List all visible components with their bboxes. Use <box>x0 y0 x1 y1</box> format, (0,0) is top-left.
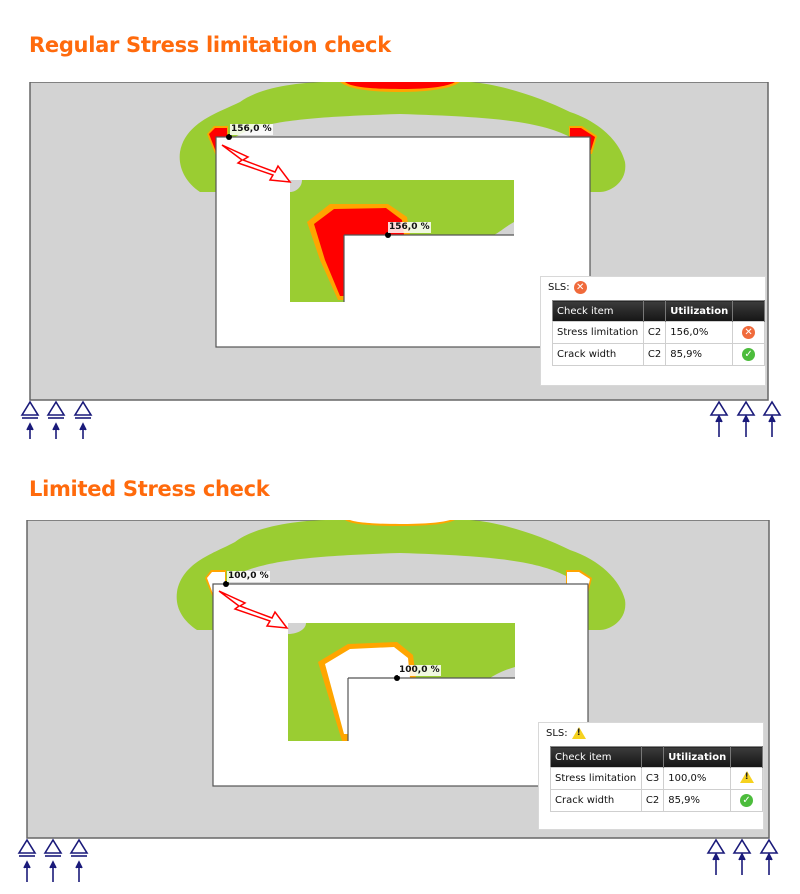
zoom-arrow-icon <box>218 590 289 629</box>
zoom-arrow-icon <box>221 144 292 183</box>
sls-header: SLS: ✕ <box>548 281 587 294</box>
col-status <box>732 300 765 322</box>
beam-stress-map <box>20 82 782 439</box>
left-supports <box>20 400 93 439</box>
utilization-label-detail: 156,0 % <box>388 222 431 233</box>
col-combination <box>643 300 667 322</box>
beam-stress-map <box>17 520 779 882</box>
combination: C2 <box>642 343 667 366</box>
col-status <box>730 746 763 768</box>
panel-title-regular: Regular Stress limitation check <box>29 33 391 57</box>
right-supports <box>706 838 779 875</box>
error-circle-icon: ✕ <box>573 281 587 294</box>
check-item: Crack width <box>552 343 644 366</box>
sls-header: SLS: <box>546 727 586 739</box>
sls-results-panel: SLS: ✕ Check item Utilization Stress lim… <box>540 276 766 386</box>
table-row[interactable]: Crack width C2 85,9% ✓ <box>550 789 763 812</box>
stress-diagram-regular: 156,0 % 156,0 % SLS: ✕ Check item Utiliz… <box>0 82 800 442</box>
check-item: Stress limitation <box>552 321 644 344</box>
utilization-value: 156,0% <box>665 321 734 344</box>
error-circle-icon: ✕ <box>742 326 756 339</box>
left-supports <box>17 838 89 882</box>
sls-label: SLS: <box>546 727 568 739</box>
check-circle-icon: ✓ <box>740 794 754 807</box>
check-results-table: Check item Utilization Stress limitation… <box>550 746 763 812</box>
combination: C2 <box>642 321 667 344</box>
col-combination <box>641 746 665 768</box>
panel-title-limited: Limited Stress check <box>29 477 270 501</box>
utilization-label-corner: 100,0 % <box>227 571 270 582</box>
sls-label: SLS: <box>548 282 570 293</box>
stress-diagram-limited: 100,0 % 100,0 % SLS: Check item Utilizat… <box>0 520 800 894</box>
check-item: Stress limitation <box>550 767 642 790</box>
col-utilization: Utilization <box>665 300 734 322</box>
utilization-label-detail: 100,0 % <box>398 665 441 676</box>
utilization-value: 100,0% <box>663 767 732 790</box>
sls-results-panel: SLS: Check item Utilization Stress limit… <box>538 722 764 830</box>
combination: C2 <box>640 789 665 812</box>
col-utilization: Utilization <box>663 746 732 768</box>
check-results-table: Check item Utilization Stress limitation… <box>552 300 765 366</box>
warning-triangle-icon <box>571 727 586 739</box>
col-check-item: Check item <box>552 300 644 322</box>
right-supports <box>709 400 782 437</box>
table-row[interactable]: Stress limitation C3 100,0% <box>550 767 763 790</box>
combination: C3 <box>640 767 665 790</box>
utilization-label-corner: 156,0 % <box>230 124 273 135</box>
col-check-item: Check item <box>550 746 642 768</box>
check-item: Crack width <box>550 789 642 812</box>
check-circle-icon: ✓ <box>742 348 756 361</box>
utilization-value: 85,9% <box>665 343 734 366</box>
table-row[interactable]: Stress limitation C2 156,0% ✕ <box>552 321 765 344</box>
utilization-value: 85,9% <box>663 789 732 812</box>
table-row[interactable]: Crack width C2 85,9% ✓ <box>552 343 765 366</box>
warning-triangle-icon <box>739 771 754 783</box>
